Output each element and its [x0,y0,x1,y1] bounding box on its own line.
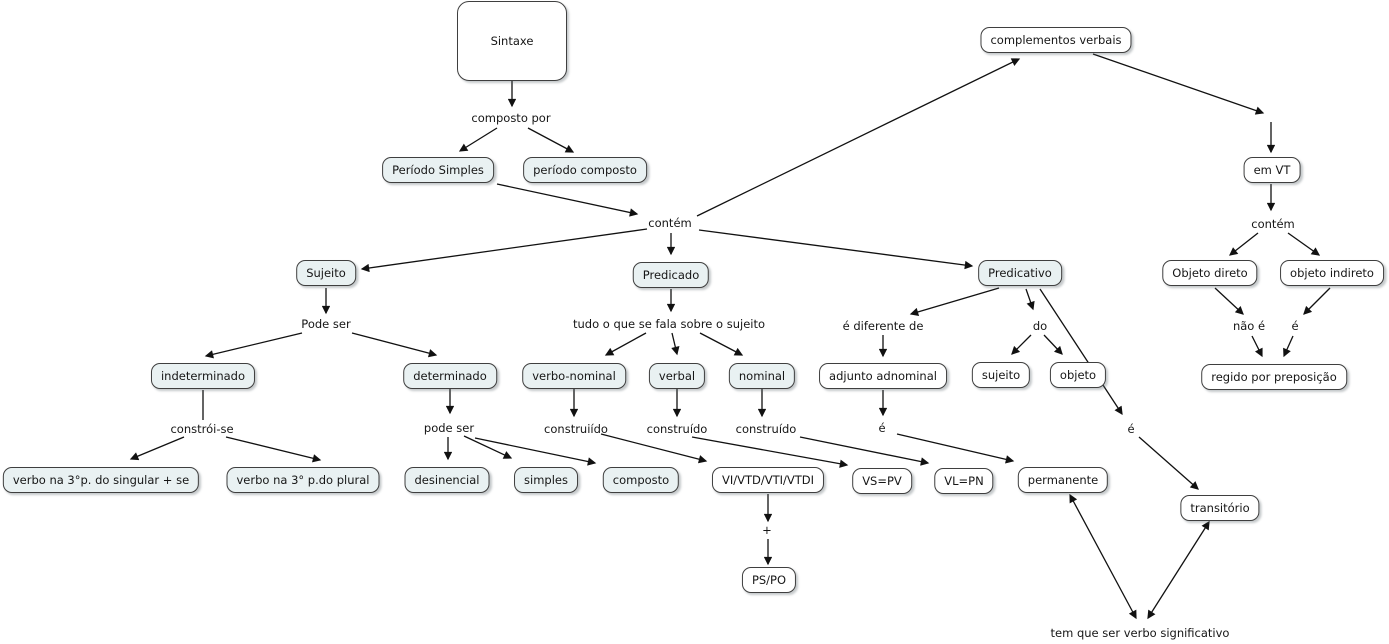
edge-arrow-19 [204,332,303,359]
edge-arrow-50 [1147,520,1210,620]
concept-objeto-indireto[interactable]: objeto indireto [1280,260,1384,286]
link-label-composto-por[interactable]: composto por [471,111,551,125]
concept-complementos-verbais[interactable]: complementos verbais [980,27,1132,53]
edge-arrow-31 [699,332,744,356]
edge-arrow-2 [458,127,498,152]
edge-arrow-23 [225,436,322,463]
concept-transitorio[interactable]: transitório [1180,495,1260,521]
concept-objeto[interactable]: objeto [1049,362,1107,388]
edge-arrow-35 [600,433,708,464]
link-label-e-diferente-de[interactable]: é diferente de [842,319,924,333]
concept-sujeito-2[interactable]: sujeito [971,362,1031,388]
edge-arrow-37 [799,436,930,466]
concept-verbo-3p-singular[interactable]: verbo na 3°p. do singular + se [2,467,200,493]
concept-predicativo[interactable]: Predicativo [978,260,1062,286]
edge-arrow-29 [604,332,647,356]
concept-composto[interactable]: composto [602,467,680,493]
concept-verbal[interactable]: verbal [648,363,706,389]
edge-arrow-45 [1039,288,1123,416]
link-label-construido-2[interactable]: construído [735,422,797,436]
link-label-construiido[interactable]: construiído [544,422,608,436]
concept-vl-pn[interactable]: VL=PN [934,468,994,494]
concept-verbo-3p-plural[interactable]: verbo na 3° p.do plural [226,467,380,493]
concept-indeterminado[interactable]: indeterminado [150,363,256,389]
edge-arrow-4 [496,183,639,217]
edge-arrow-41 [896,433,1015,464]
concept-sintaxe[interactable]: Sintaxe [457,1,567,81]
link-label-tem-que-ser[interactable]: tem que ser verbo significativo [1050,626,1230,640]
link-label-e-3[interactable]: é [1127,422,1135,436]
edge-arrow-38 [909,287,1000,317]
link-label-nao-e[interactable]: não é [1232,319,1266,333]
edge-arrow-13 [1251,335,1263,358]
concept-nominal[interactable]: nominal [728,363,796,389]
concept-verbo-nominal[interactable]: verbo-nominal [522,363,626,389]
concept-regido-por-preposicao[interactable]: regido por preposição [1201,364,1347,390]
edge-arrow-11 [1214,287,1244,315]
concept-vi-vtd-vti-vtdi[interactable]: VI/VTD/VTI/VTDI [711,467,825,493]
edge-arrow-17 [698,229,974,270]
edge-arrow-42 [1025,288,1035,311]
concept-ps-po[interactable]: PS/PO [741,567,797,593]
edge-arrow-15 [360,228,648,273]
link-label-contem-2[interactable]: contém [1251,217,1295,231]
link-label-e-2[interactable]: é [878,421,886,435]
link-label-e-1[interactable]: é [1291,319,1299,333]
edge-arrow-36 [691,436,849,468]
link-label-tudo-o-que[interactable]: tudo o que se fala sobre o sujeito [572,317,766,331]
concept-periodo-simples[interactable]: Período Simples [382,157,494,183]
edge-arrow-3 [527,127,575,153]
edge-arrow-30 [671,332,680,356]
concept-predicado[interactable]: Predicado [632,262,710,288]
edge-arrow-20 [351,332,438,358]
concept-desinencial[interactable]: desinencial [404,467,490,493]
concept-permanente[interactable]: permanente [1017,467,1109,493]
edge-arrow-9 [1229,232,1259,256]
edge-arrow-12 [1303,287,1331,315]
edge-arrow-5 [696,58,1021,217]
concept-periodo-composto[interactable]: período composto [523,157,647,183]
edge-arrow-49 [1069,493,1137,620]
concept-vs-pv[interactable]: VS=PV [852,468,912,494]
link-label-construido-1[interactable]: construído [646,422,708,436]
link-label-pode-ser-1[interactable]: Pode ser [301,317,351,331]
link-label-plus[interactable]: + [762,523,772,537]
link-label-do[interactable]: do [1032,319,1048,333]
concept-determinado[interactable]: determinado [403,363,497,389]
edge-arrow-14 [1283,335,1294,358]
edge-arrow-44 [1043,334,1063,355]
link-label-contem-1[interactable]: contém [648,216,692,230]
concept-objeto-direto[interactable]: Objeto direto [1162,260,1258,286]
edge-arrow-43 [1011,334,1032,355]
link-label-pode-ser-2[interactable]: pode ser [423,421,475,435]
link-label-constroi-se[interactable]: constrói-se [170,422,234,436]
edge-arrow-10 [1287,232,1321,256]
concept-sujeito[interactable]: Sujeito [296,260,356,286]
concept-adjunto-adnominal[interactable]: adjunto adnominal [819,363,947,389]
concept-simples[interactable]: simples [514,467,578,493]
concept-em-vt[interactable]: em VT [1243,157,1301,183]
edge-arrow-6 [1092,53,1265,115]
edge-arrow-46 [1138,436,1199,490]
edge-arrow-27 [474,437,597,466]
edge-arrow-22 [129,436,185,461]
edge-arrow-26 [463,435,513,459]
